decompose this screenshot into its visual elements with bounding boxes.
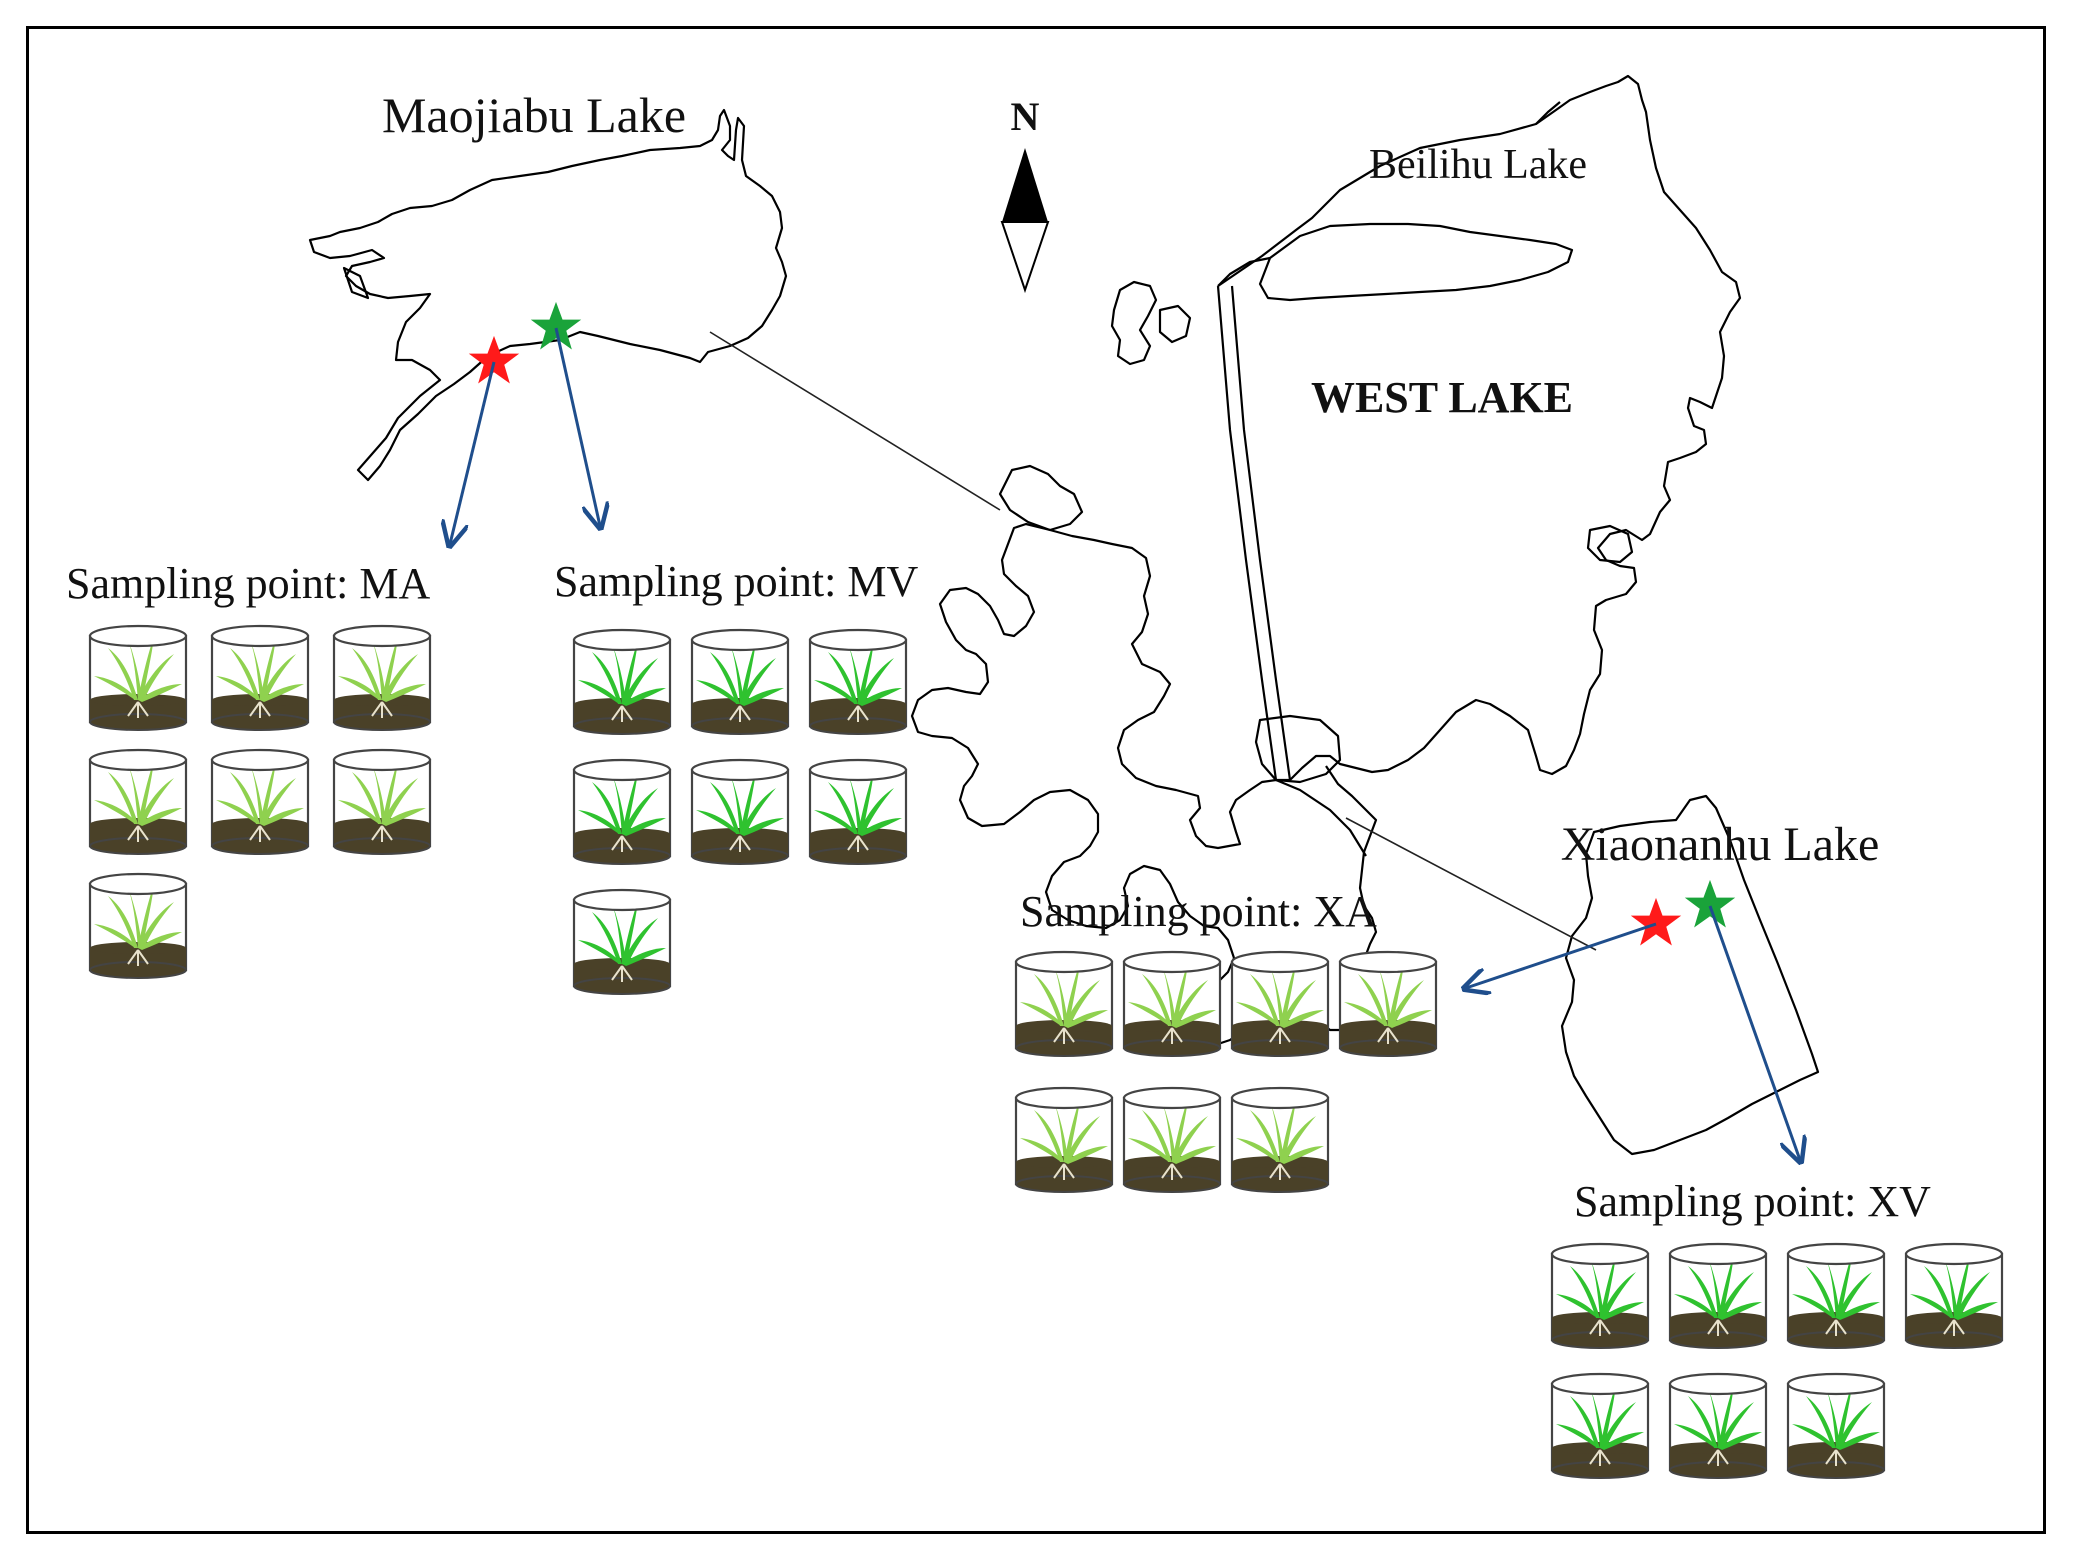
sampling-arrow-xv <box>1708 905 1800 1160</box>
site-label-xv: Sampling point: XV <box>1574 1177 1931 1226</box>
plant-pot <box>1122 950 1222 1057</box>
connector-maojiabu <box>709 331 1001 511</box>
plant-pot <box>332 748 432 855</box>
plant-pot <box>1786 1372 1886 1479</box>
site-label-mv: Sampling point: MV <box>554 557 918 606</box>
plant-pot <box>1230 950 1330 1057</box>
site-label-xa: Sampling point: XA <box>1020 887 1377 936</box>
site-label-ma: Sampling point: MA <box>66 559 430 608</box>
pot-groups <box>88 624 2004 1479</box>
pot-group-xv <box>1550 1242 2004 1479</box>
pot-group-xa <box>1014 950 1438 1193</box>
northeast-strip <box>1535 101 1561 125</box>
plant-pot <box>88 624 188 731</box>
plant-pot <box>572 628 672 735</box>
pot-group-ma <box>88 624 432 979</box>
north-causeway <box>1217 256 1271 287</box>
plant-pot <box>1668 1372 1768 1479</box>
plant-pot <box>690 628 790 735</box>
figure-frame <box>26 26 2046 1534</box>
causeway-line-b <box>1230 285 1292 781</box>
beilihu-lake-outline <box>1258 222 1574 302</box>
sampling-arrow-xa <box>1466 922 1657 988</box>
sampling-arrow-ma <box>450 361 496 544</box>
plant-pot <box>1230 1086 1330 1193</box>
xiaonanhu-lake-outline <box>1560 794 1820 1156</box>
plant-pot <box>1122 1086 1222 1193</box>
beilihu-lake-label: Beilihu Lake <box>1369 142 1587 188</box>
plant-pot <box>808 758 908 865</box>
plant-pot <box>210 624 310 731</box>
plant-pot <box>808 628 908 735</box>
sampling-star-xv <box>1684 879 1736 928</box>
west-lake-islet-a <box>1110 280 1158 366</box>
plant-pot <box>1550 1372 1650 1479</box>
maojiabu-lake-label: Maojiabu Lake <box>382 87 686 143</box>
west-lake-islet-c <box>998 464 1084 532</box>
causeway-line-a <box>1216 285 1278 781</box>
sampling-star-xa <box>1630 897 1682 946</box>
causeway-line-c <box>1275 778 1367 857</box>
maojiabu-inlet <box>342 266 370 300</box>
plant-pot <box>332 624 432 731</box>
west-lake-islet-d <box>1586 524 1634 564</box>
plant-pot <box>572 888 672 995</box>
north-arrow-head-icon <box>1002 148 1048 222</box>
plant-pot <box>88 748 188 855</box>
north-label: N <box>1011 94 1040 139</box>
west-lake-label: WEST LAKE <box>1311 373 1573 422</box>
plant-pot <box>1338 950 1438 1057</box>
plant-pot <box>1014 1086 1114 1193</box>
north-arrow: N <box>1000 94 1050 294</box>
xiaonanhu-lake-label: Xiaonanhu Lake <box>1561 818 1880 871</box>
connector-xiaonanhu <box>1345 817 1597 951</box>
plant-pot <box>690 758 790 865</box>
plant-pot <box>1014 950 1114 1057</box>
west-lake-islet-b <box>1158 304 1192 344</box>
plant-pot <box>1904 1242 2004 1349</box>
pot-group-mv <box>572 628 908 995</box>
sampling-arrow-mv <box>554 327 600 526</box>
maojiabu-lake-outline <box>308 108 788 482</box>
south-inner-lake <box>1254 714 1342 784</box>
plant-pot <box>88 872 188 979</box>
sampling-star-ma <box>468 335 520 384</box>
north-arrow-tail-icon <box>1000 221 1050 294</box>
plant-pot <box>1668 1242 1768 1349</box>
plant-pot <box>1786 1242 1886 1349</box>
plant-pot <box>1550 1242 1650 1349</box>
plant-pot <box>572 758 672 865</box>
plant-pot <box>210 748 310 855</box>
sampling-arrows <box>450 327 1800 1160</box>
